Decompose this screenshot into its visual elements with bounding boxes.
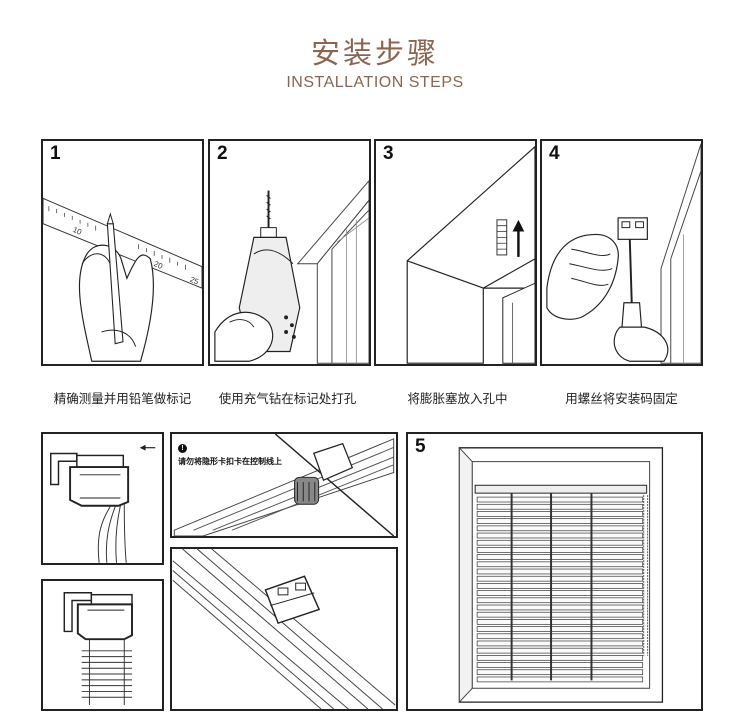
anchor-illustration <box>406 145 535 364</box>
blind-slat <box>476 604 644 611</box>
step-1-panel: 10 20 25 1 <box>41 139 204 366</box>
rail-detail-panel <box>170 547 398 711</box>
blind-slat <box>476 583 644 589</box>
blind-slat <box>476 547 644 553</box>
clip-note-text: 请勿将隐形卡扣卡在控制线上 <box>178 457 282 466</box>
blind-slat <box>476 619 644 625</box>
step-number: 4 <box>549 143 560 164</box>
blind-slat <box>476 676 644 683</box>
blind-slat <box>476 655 644 661</box>
blind-slat <box>476 532 644 539</box>
blind-slat <box>476 626 644 632</box>
step-3-panel: 3 <box>374 139 537 366</box>
blind-slat <box>476 511 644 517</box>
blind-slat <box>476 525 644 532</box>
bracket-slats-illustration <box>63 592 133 705</box>
step-2-caption: 使用充气钻在标记处打孔 <box>218 391 357 406</box>
clip-rail-illustration <box>173 434 395 536</box>
step-3-caption: 将膨胀塞放入孔中 <box>407 391 508 406</box>
blind-slat <box>476 647 644 654</box>
step-2-panel: 2 <box>208 139 371 366</box>
blind-slat <box>476 496 644 503</box>
blind-slat <box>476 561 644 568</box>
blind-slat <box>476 597 644 604</box>
step-4-caption: 用螺丝将安装码固定 <box>565 391 678 406</box>
step-5-panel: 5 <box>406 432 703 711</box>
screw-illustration <box>546 143 701 364</box>
rail-clip-illustration <box>172 549 396 709</box>
blind-slat <box>476 503 644 510</box>
step-4-panel: 4 <box>540 139 703 366</box>
blind-slat <box>476 611 644 618</box>
blind-slat <box>476 590 644 596</box>
blind-slat <box>476 662 644 668</box>
drill-illustration <box>214 180 369 364</box>
blind-slat <box>476 575 644 582</box>
step-1-caption: 精确测量并用铅笔做标记 <box>53 391 192 406</box>
clip-note-panel: ! 请勿将隐形卡扣卡在控制线上 <box>170 432 398 538</box>
step-number: 1 <box>50 143 61 164</box>
ruler-tick-20: 20 <box>152 259 164 271</box>
blind-slat <box>476 568 644 575</box>
bracket-side-illustration <box>50 444 156 563</box>
blind-slat <box>476 640 644 647</box>
step-number: 5 <box>415 436 426 457</box>
page-subtitle: INSTALLATION STEPS <box>286 74 464 91</box>
page-title: 安装步骤 <box>310 36 439 70</box>
bracket-detail-panel-a <box>41 432 164 565</box>
blind-slat <box>476 554 644 560</box>
blind-slat <box>476 669 644 676</box>
blind-slat <box>476 633 644 640</box>
installed-blind-illustration <box>458 446 664 704</box>
blind-slats <box>476 496 644 683</box>
step-number: 3 <box>383 143 394 164</box>
step-number: 2 <box>217 143 228 164</box>
ruler-tick-25: 25 <box>189 275 201 287</box>
ruler-tick-10: 10 <box>71 225 83 237</box>
blind-slat <box>476 539 644 546</box>
warning-icon: ! <box>178 444 187 453</box>
measure-illustration: 10 20 25 <box>43 197 202 362</box>
bracket-detail-panel-b <box>41 579 164 711</box>
blind-slat <box>476 518 644 524</box>
